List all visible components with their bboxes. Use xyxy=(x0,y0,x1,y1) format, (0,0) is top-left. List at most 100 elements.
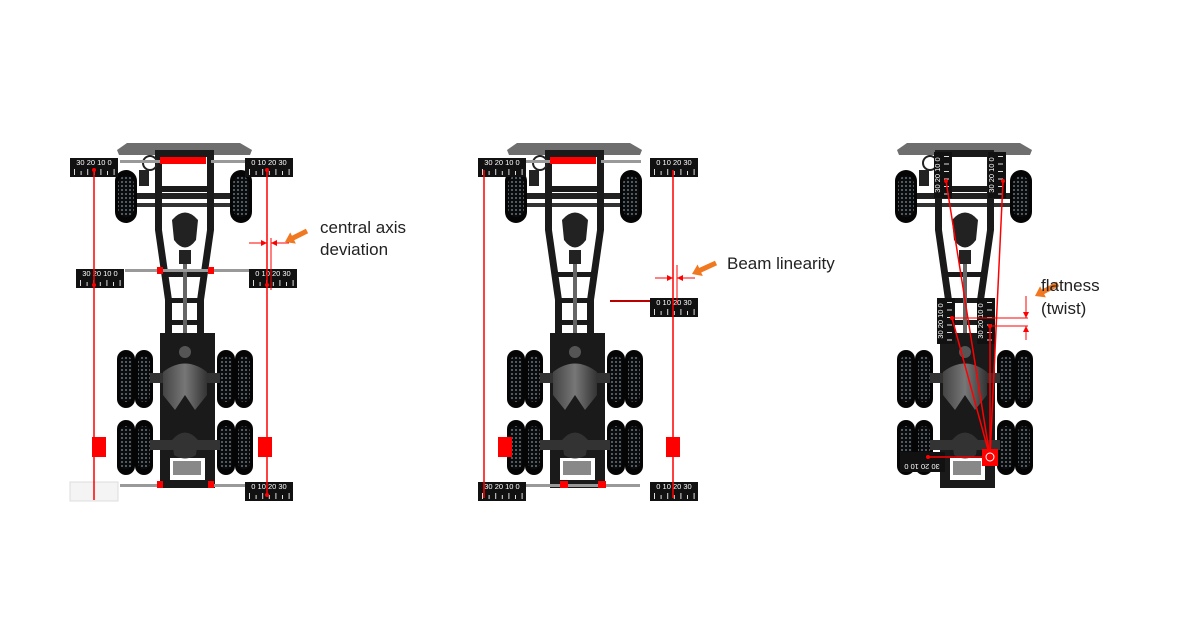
tire-tread xyxy=(610,356,622,402)
scale-tick xyxy=(687,495,688,499)
arrow-flatness-head xyxy=(1035,286,1046,298)
tire-tread xyxy=(628,426,640,469)
scale-tick xyxy=(286,282,287,286)
tire-tread xyxy=(220,356,232,402)
scale-tick xyxy=(673,495,675,499)
chassis-2 xyxy=(505,143,643,488)
scale-tick xyxy=(86,282,88,286)
scale-label: 30 20 10 0 xyxy=(904,462,939,471)
laser-emitter-left xyxy=(92,437,106,457)
mid-mount-bar xyxy=(125,269,250,272)
gearbox xyxy=(569,250,581,264)
tire-tread xyxy=(628,356,640,402)
scale-tick xyxy=(998,156,1003,157)
scale-tick xyxy=(673,171,675,175)
scale-body xyxy=(650,158,698,177)
scale-tick xyxy=(501,171,503,175)
scale-tick xyxy=(253,280,254,286)
rear-differential xyxy=(172,432,198,459)
scale-tick xyxy=(495,493,497,499)
scale-body xyxy=(249,269,297,288)
scale-tick xyxy=(947,302,952,303)
dimension-arrowhead xyxy=(667,275,673,281)
tire-tread xyxy=(918,356,930,402)
scale-tick xyxy=(74,169,75,175)
scale-tick xyxy=(249,169,250,175)
spare-tank xyxy=(173,461,201,475)
front-axle xyxy=(133,193,233,199)
scale-tick xyxy=(680,493,682,499)
steering-column xyxy=(529,170,539,186)
rotation-icon xyxy=(985,452,995,462)
scale-tick xyxy=(654,309,655,315)
frame-rail-right xyxy=(587,150,604,335)
scale-front-right: 0 10 20 30 xyxy=(245,158,293,177)
tire-tread xyxy=(528,426,540,469)
scale-tick xyxy=(687,171,688,175)
scale-tick xyxy=(482,493,483,499)
laser-point xyxy=(1001,179,1005,183)
tire-tread xyxy=(508,176,524,217)
scale-label: 30 20 10 0 xyxy=(987,157,996,192)
front-axle xyxy=(913,193,1013,199)
gearbox xyxy=(959,250,971,264)
scale-mid-right: 0 10 20 30 xyxy=(249,269,297,288)
arrow-central-axis-head xyxy=(285,232,296,244)
laser-beam xyxy=(951,317,991,458)
scale-tick xyxy=(255,171,257,175)
scale-label: 30 20 10 0 xyxy=(82,269,117,278)
laser-point xyxy=(950,316,954,320)
scale-body xyxy=(245,158,293,177)
laser-beam xyxy=(945,180,991,458)
scale-rear-left: 30 20 10 0 xyxy=(478,482,526,501)
laser-point xyxy=(926,455,930,459)
tire-tread xyxy=(900,356,912,402)
scale-tick xyxy=(488,171,490,175)
scale-tick xyxy=(947,339,952,341)
frame-rail-left xyxy=(545,150,562,335)
fifth-wheel xyxy=(943,363,987,410)
crossmember xyxy=(155,150,214,157)
scale-tick xyxy=(998,193,1003,195)
steering-column xyxy=(139,170,149,186)
scale-tick xyxy=(279,280,281,286)
arrow-beam-linearity xyxy=(697,260,718,274)
scale-tick xyxy=(288,493,290,499)
scale-tick xyxy=(654,169,655,175)
scale-tick xyxy=(515,495,516,499)
laser-point xyxy=(92,283,96,287)
mid-clamp xyxy=(157,267,163,274)
tire-tread xyxy=(1000,426,1012,469)
tire-tread xyxy=(220,426,232,469)
tire-tread xyxy=(1013,176,1029,217)
scale-tick xyxy=(998,171,1003,172)
scale-tick xyxy=(268,495,270,499)
scale-tick xyxy=(660,495,662,499)
scale-tick xyxy=(272,282,274,286)
rotating-laser-emitter xyxy=(982,449,998,466)
tire-tread xyxy=(1000,356,1012,402)
scale-tick xyxy=(508,493,510,499)
fifth-wheel xyxy=(553,363,597,410)
dimension-arrowhead xyxy=(677,275,683,281)
tire-tread xyxy=(1018,356,1030,402)
scale-label: 30 20 10 0 xyxy=(76,158,111,167)
laser-point xyxy=(265,283,269,287)
tire-tread xyxy=(528,356,540,402)
scale-mid-right: 0 10 20 30 xyxy=(650,298,698,317)
scale-body xyxy=(650,298,698,317)
scale-tick xyxy=(673,311,675,315)
chassis-1 xyxy=(115,143,253,488)
laser-emitter-right xyxy=(258,437,272,457)
tire-tread xyxy=(238,356,250,402)
annotation-beam-linearity: Beam linearity xyxy=(727,254,835,273)
scale-tick xyxy=(998,186,1003,187)
tire-tread xyxy=(623,176,639,217)
fifth-wheel xyxy=(163,363,207,410)
arrow-central-axis xyxy=(290,228,309,242)
scale-body xyxy=(478,482,526,501)
scale-body xyxy=(76,269,124,288)
scale-tick xyxy=(998,163,1003,165)
scale-tick xyxy=(292,280,294,286)
